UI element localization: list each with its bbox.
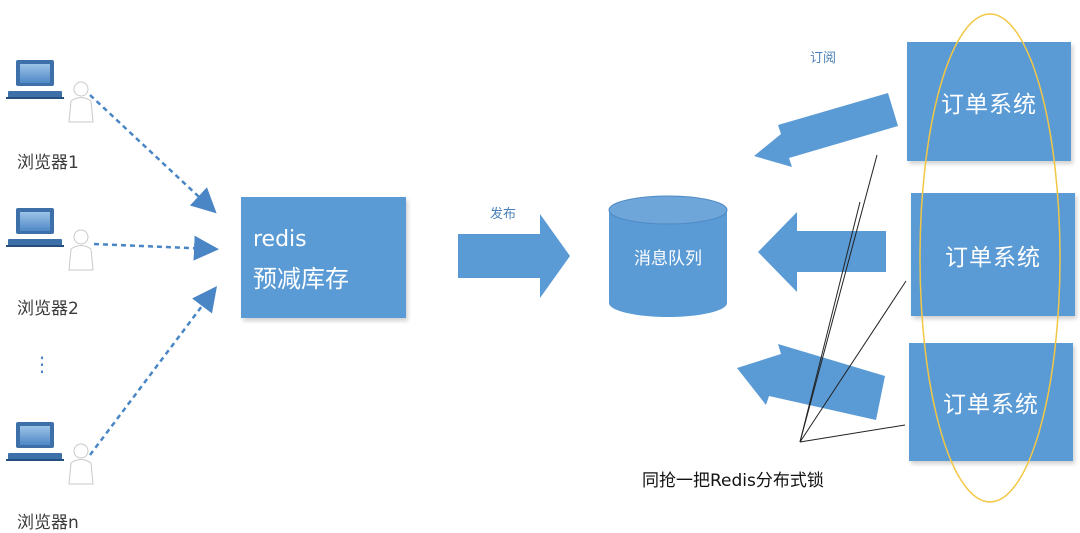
order-system-box: 订单系统 [909,343,1073,461]
lock-pointer-lines [799,154,907,443]
subscribe-label: 订阅 [810,51,837,66]
browser-label: 浏览器1 [17,153,79,173]
redis-title: redis [253,227,307,252]
browser-label: 浏览器2 [17,299,79,319]
queue-label: 消息队列 [634,249,702,269]
redis-stock-box: redis 预减库存 [241,197,406,318]
redis-subtitle: 预减库存 [253,265,349,293]
browser-label: 浏览器n [17,513,79,533]
ellipsis-label: ⋮ [32,352,52,376]
request-arrow [93,235,219,261]
subscribe-arrow [754,93,898,167]
laptop-icon [6,208,64,247]
order-system-box: 订单系统 [911,193,1075,316]
publish-label: 发布 [490,207,517,222]
user-icon [68,81,94,123]
user-icon [68,443,94,485]
order-system-label: 订单系统 [945,244,1041,271]
order-system-label: 订单系统 [943,392,1039,418]
message-queue-cylinder [608,195,728,317]
laptop-icon [6,422,64,461]
lock-caption: 同抢一把Redis分布式锁 [642,471,824,491]
request-arrow [89,94,217,214]
user-icon [68,229,94,271]
publish-arrow [458,214,570,298]
order-system-label: 订单系统 [941,91,1037,118]
request-arrow [89,286,218,456]
laptop-icon [6,60,64,99]
subscribe-arrow [737,344,885,420]
subscribe-arrow [758,212,886,292]
